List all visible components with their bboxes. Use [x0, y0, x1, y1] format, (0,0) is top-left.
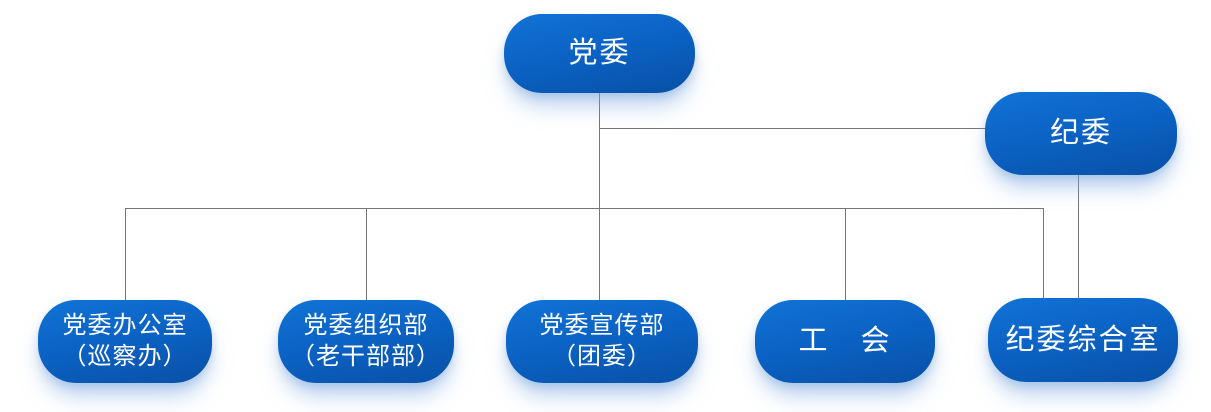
org-node-label-line2: （老干部部） — [291, 343, 441, 370]
connector-drop-discipline-office — [1043, 208, 1044, 298]
org-node-label-line1: 党委宣传部 — [539, 312, 665, 339]
org-node-party-office: 党委办公室 （巡察办） — [38, 300, 212, 383]
org-node-discipline-office: 纪委综合室 — [988, 298, 1178, 382]
connector-discipline-to-office — [1078, 175, 1079, 298]
org-node-label: 纪委 — [1049, 117, 1112, 149]
org-node-label-line2: （巡察办） — [62, 343, 188, 370]
connector-drop-organization-dept — [366, 208, 367, 300]
org-node-label: 纪委综合室 — [1005, 323, 1161, 356]
org-node-party-committee: 党委 — [504, 14, 695, 93]
org-node-label: 党委 — [568, 37, 631, 69]
connector-drop-party-office — [125, 208, 126, 300]
org-node-publicity-dept: 党委宣传部 （团委） — [506, 300, 698, 383]
org-node-label: 工 会 — [798, 325, 892, 357]
org-node-organization-dept: 党委组织部 （老干部部） — [278, 300, 454, 383]
org-node-labor-union: 工 会 — [755, 300, 935, 383]
org-node-label-line1: 党委办公室 — [62, 312, 188, 339]
connector-party-committee-stem — [599, 93, 600, 300]
connector-drop-labor-union — [845, 208, 846, 300]
connector-children-bus — [125, 208, 1044, 209]
connector-party-to-discipline — [599, 128, 986, 129]
org-node-label-line1: 党委组织部 — [303, 312, 429, 339]
org-node-discipline-committee: 纪委 — [985, 92, 1177, 175]
org-node-label-line2: （团委） — [552, 343, 652, 370]
